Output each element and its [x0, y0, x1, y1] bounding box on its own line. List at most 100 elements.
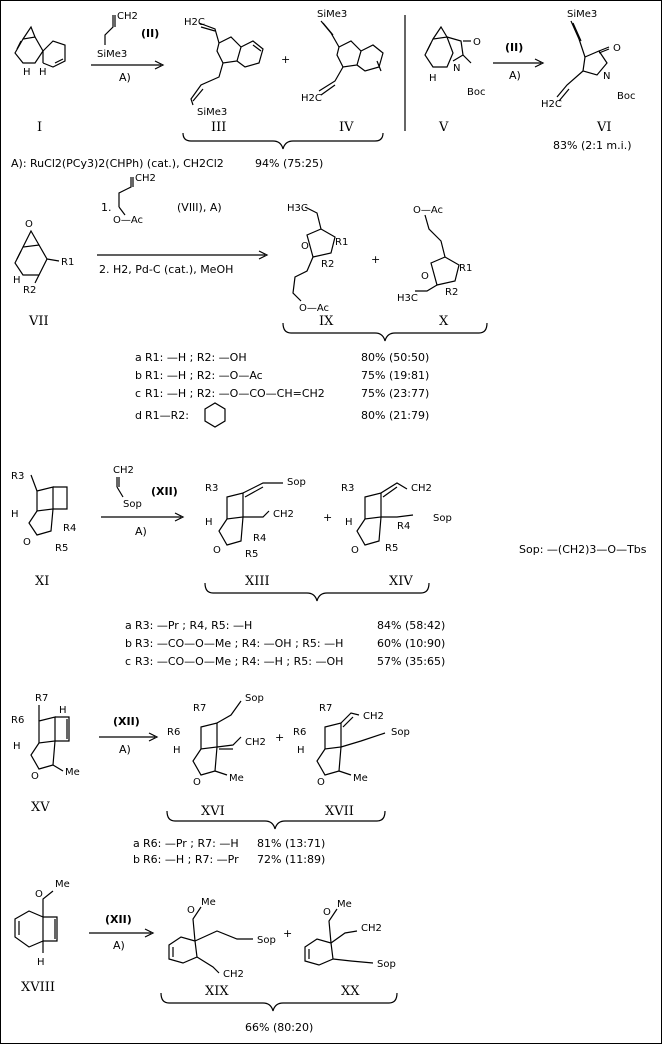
plus-sign-2: +	[371, 253, 380, 266]
compound-X-oac: O—Ac	[413, 205, 443, 216]
compound-XI-r4: R4	[63, 523, 76, 534]
reagent-II-structure	[104, 15, 116, 45]
compound-XIV-r5: R5	[385, 543, 398, 554]
section2-entries: a R1: —H ; R2: —OH 80% (50:50) b R1: —H …	[135, 351, 429, 428]
compound-VI-sime3: SiMe3	[567, 9, 597, 20]
compound-VII-r1: R1	[61, 257, 74, 268]
condition-label-1: A)	[119, 71, 131, 84]
brace-XIX-XX	[160, 992, 398, 1012]
compound-XIII-r5: R5	[245, 549, 258, 560]
compound-V-oxygen: O	[473, 37, 481, 48]
compound-IX-structure	[292, 206, 336, 302]
compound-XX-structure	[304, 908, 374, 966]
compound-IX-r2: R2	[321, 259, 334, 270]
plus-sign-3: +	[323, 511, 332, 524]
reaction-arrow-3	[97, 250, 269, 260]
compound-VII-r2: R2	[23, 285, 36, 296]
compound-XIX-structure	[168, 906, 253, 974]
compound-X-label: X	[439, 314, 449, 329]
compound-V-boc: Boc	[467, 87, 485, 98]
compound-VI-nitrogen: N	[603, 71, 610, 82]
compound-XVII-ch2: CH2	[363, 711, 384, 722]
compound-XIII-h: H	[205, 517, 213, 528]
compound-XVII-r6: R6	[293, 727, 306, 738]
entry-3b-id: b	[125, 637, 132, 650]
compound-VII-oxygen: O	[25, 219, 33, 230]
compound-XIII-r4: R4	[253, 533, 266, 544]
compound-X-oxygen: O	[421, 271, 429, 282]
reagent-XII-ch2: CH2	[113, 465, 134, 476]
compound-X-structure	[415, 214, 460, 292]
entry-3c-yield: 57% (35:65)	[377, 655, 445, 668]
step1-reagents: (VIII), A)	[177, 201, 222, 214]
section3-entries: a R3: —Pr ; R4, R5: —H 84% (58:42) b R3:…	[125, 619, 445, 668]
compound-IX-oac: O—Ac	[299, 303, 329, 314]
entry-b-yield: 75% (19:81)	[361, 369, 429, 382]
compound-XVI-oxygen: O	[193, 777, 201, 788]
compound-VI-boc: Boc	[617, 91, 635, 102]
compound-XIX-label: XIX	[205, 984, 229, 999]
compound-XV-me: Me	[65, 767, 80, 778]
catalyst-footnote: A): RuCl2(PCy3)2(CHPh) (cat.), CH2Cl2	[11, 157, 224, 170]
compound-VII-label: VII	[28, 314, 49, 329]
entry-3c-subst: R3: —CO—O—Me ; R4: —H ; R5: —OH	[135, 655, 343, 668]
compound-VI-structure	[556, 20, 610, 102]
compound-XVIII-oxygen: O	[35, 889, 43, 900]
entry-c-yield: 75% (23:77)	[361, 387, 429, 400]
compound-XIV-label: XIV	[389, 574, 413, 589]
section5-yield: 66% (80:20)	[245, 1021, 313, 1034]
reagent-II-id: (II)	[141, 27, 159, 40]
compound-XX-sop: Sop	[377, 959, 396, 970]
compound-VI-label: VI	[596, 120, 612, 135]
reagent-XII-structure	[116, 477, 124, 498]
compound-XVII-r7: R7	[319, 703, 332, 714]
entry-b-id: b	[135, 369, 142, 382]
sop-definition: Sop: —(CH2)3—O—Tbs	[519, 543, 647, 556]
compound-XX-label: XX	[341, 984, 360, 999]
brace-XIII-XIV	[204, 582, 430, 602]
compound-III-structure	[190, 22, 264, 106]
compound-XIII-sop: Sop	[287, 477, 306, 488]
entry-4b-subst: R6: —H ; R7: —Pr	[143, 853, 239, 866]
reagent-II-sime3: SiMe3	[97, 49, 127, 60]
compound-XIII-label: XIII	[245, 574, 270, 589]
compound-XVI-r6: R6	[167, 727, 180, 738]
entry-4a-subst: R6: —Pr ; R7: —H	[143, 837, 239, 850]
compound-XVIII-label: XVIII	[21, 980, 55, 995]
compound-III-label: III	[211, 120, 226, 135]
condition-label-2: A)	[509, 69, 521, 82]
reagent-II-ch2: CH2	[117, 11, 138, 22]
compound-XI-r5: R5	[55, 543, 68, 554]
compound-XVIII-structure	[14, 890, 58, 953]
entry-c-subst: R1: —H ; R2: —O—CO—CH=CH2	[145, 387, 325, 400]
compound-XIV-oxygen: O	[351, 545, 359, 556]
reaction-arrow-1	[91, 60, 165, 70]
reaction-arrow-2	[493, 58, 545, 68]
compound-XIX-oxygen: O	[187, 905, 195, 916]
compound-XIV-h: H	[345, 517, 353, 528]
compound-XVIII-h: H	[37, 957, 45, 968]
compound-VI-h2c: H2C	[541, 99, 562, 110]
compound-I-label: I	[37, 120, 42, 135]
reagent-II-id-2: (II)	[505, 41, 523, 54]
entry-d-id: d	[135, 409, 142, 422]
compound-XV-r6: R6	[11, 715, 24, 726]
plus-sign-5: +	[283, 927, 292, 940]
compound-VI-oxygen: O	[613, 43, 621, 54]
compound-XVI-h: H	[173, 745, 181, 756]
compound-XI-label: XI	[35, 574, 49, 589]
compound-XIII-r3: R3	[205, 483, 218, 494]
compound-XI-structure	[28, 474, 68, 536]
entry-3b-subst: R3: —CO—O—Me ; R4: —OH ; R5: —H	[135, 637, 343, 650]
compound-XIII-structure	[218, 482, 283, 546]
compound-V-structure	[424, 25, 472, 68]
compound-XVI-r7: R7	[193, 703, 206, 714]
compound-XVII-oxygen: O	[317, 777, 325, 788]
entry-3b-yield: 60% (10:90)	[377, 637, 445, 650]
dioxane-ring-icon	[204, 402, 226, 428]
compound-V-label: V	[438, 120, 449, 135]
entry-b-subst: R1: —H ; R2: —O—Ac	[145, 369, 263, 382]
compound-IV-h2c: H2C	[301, 93, 322, 104]
